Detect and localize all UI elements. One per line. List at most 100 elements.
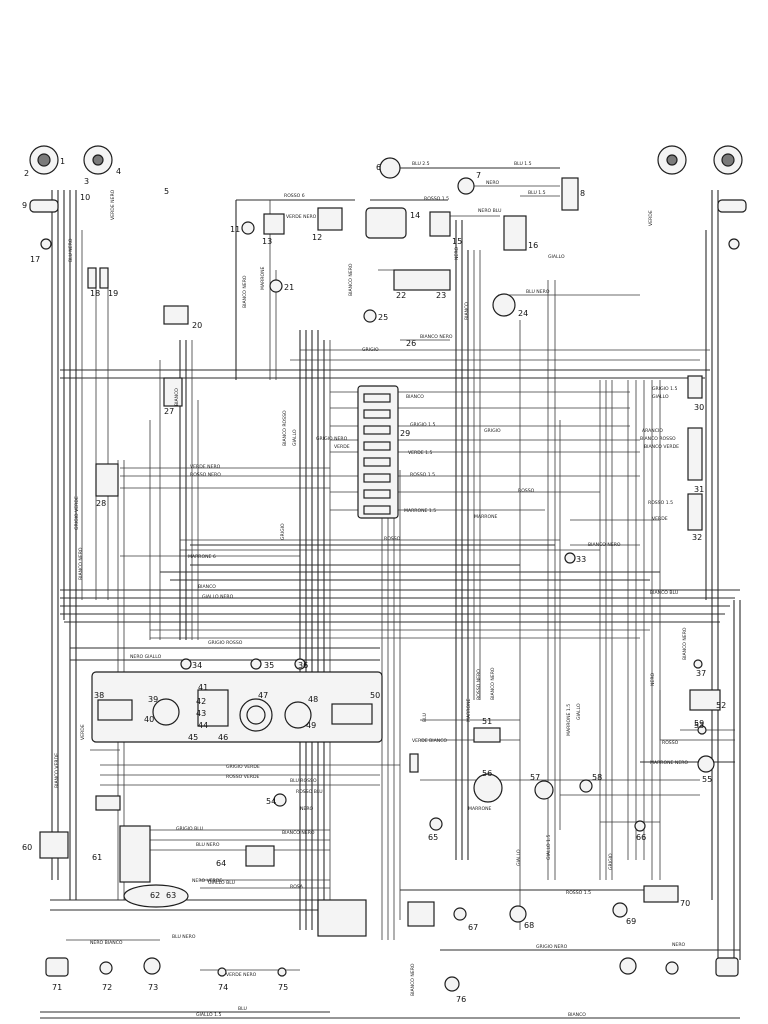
component-number: 29 bbox=[400, 429, 410, 438]
relay-12 bbox=[317, 207, 343, 231]
component-number: 25 bbox=[378, 313, 388, 322]
component-number: 5 bbox=[164, 187, 169, 196]
distributor-15 bbox=[429, 211, 451, 237]
component-number: 47 bbox=[258, 691, 268, 700]
voltage-regulator bbox=[263, 213, 285, 235]
wire-label: VERDE NERO bbox=[226, 972, 257, 978]
lamp-17-left bbox=[40, 238, 52, 250]
wire-label: BIANCO ROSSO bbox=[282, 410, 288, 446]
wire-label: GRIGIO ROSSO bbox=[208, 640, 243, 646]
component-number: 65 bbox=[428, 833, 438, 842]
wire-label: GIALLO 1.5 bbox=[196, 1012, 221, 1018]
wire-label: BIANCO NERO bbox=[420, 334, 453, 340]
wire-label: BLU NERO bbox=[172, 934, 196, 940]
component-number: 20 bbox=[192, 321, 202, 330]
connector-28 bbox=[95, 463, 119, 497]
component-number: 31 bbox=[694, 485, 704, 494]
lamp-36 bbox=[294, 658, 306, 670]
wire-label: VERDE NERO bbox=[286, 214, 317, 220]
fuse-box-29 bbox=[357, 385, 399, 519]
component-number: 17 bbox=[30, 255, 40, 264]
lamp-72-right bbox=[665, 961, 679, 975]
component-number: 1 bbox=[60, 157, 65, 166]
component-number: 71 bbox=[52, 983, 62, 992]
wire-label: BIANCO bbox=[568, 1012, 586, 1018]
wire-label: ROSSO 1.5 bbox=[410, 472, 435, 478]
component-number: 42 bbox=[196, 697, 206, 706]
component-number: 58 bbox=[592, 773, 602, 782]
component-number: 16 bbox=[528, 241, 538, 250]
wire-label: ROSSO 1.5 bbox=[424, 196, 449, 202]
wire-label: GIALLO bbox=[548, 254, 565, 260]
lamp-37 bbox=[693, 659, 703, 669]
wire-label: MARRONE 6 bbox=[188, 554, 216, 560]
wire-label: NERO BIANCO bbox=[90, 940, 123, 946]
wire-label: NERO bbox=[650, 672, 656, 686]
component-number: 19 bbox=[108, 289, 118, 298]
component-number: 21 bbox=[284, 283, 294, 292]
wire-label: MARRONE NERO bbox=[650, 760, 688, 766]
wire-label: BIANCO NERO bbox=[410, 963, 416, 996]
lamp-65 bbox=[429, 817, 443, 831]
lamp-53-right bbox=[697, 725, 707, 735]
component-number: 69 bbox=[626, 917, 636, 926]
wire-label: BLU ROSSO bbox=[290, 778, 317, 784]
wire-label: VERDE bbox=[80, 724, 86, 740]
component-number: 50 bbox=[370, 691, 380, 700]
wire-label: BIANCO NERO bbox=[682, 627, 688, 660]
ignition-switch bbox=[365, 207, 407, 239]
side-light-left bbox=[29, 199, 59, 213]
horn-button-62-63 bbox=[123, 884, 189, 908]
component-number: 62 bbox=[150, 891, 160, 900]
component-number: 27 bbox=[164, 407, 174, 416]
wire-label: ROSSO bbox=[384, 536, 401, 542]
wire-label: BIANCO NERO bbox=[588, 542, 621, 548]
wire-label: GRIGIO bbox=[484, 428, 501, 434]
component-number: 45 bbox=[188, 733, 198, 742]
wire-label: GRIGIO BLU bbox=[176, 826, 203, 832]
component-number: 74 bbox=[218, 983, 228, 992]
wire-label: NERO bbox=[454, 246, 460, 260]
wire-label: VERDE bbox=[652, 516, 668, 522]
lamp-33 bbox=[564, 552, 576, 564]
wire-label: MARRONE bbox=[260, 266, 266, 290]
switch-27 bbox=[163, 377, 183, 407]
connector-30 bbox=[687, 375, 703, 399]
component-number: 34 bbox=[192, 661, 202, 670]
component-number: 70 bbox=[680, 899, 690, 908]
wire-label: GIALLO bbox=[576, 703, 582, 720]
wire-label: GIALLO bbox=[292, 429, 298, 446]
lamp-76 bbox=[444, 976, 460, 992]
wire-label: ROSSO bbox=[518, 488, 535, 494]
gauge-24 bbox=[492, 293, 516, 317]
component-number: 32 bbox=[692, 533, 702, 542]
wire-label: VERDE bbox=[334, 444, 350, 450]
lamp-75 bbox=[277, 967, 287, 977]
connector-51-bottom bbox=[407, 901, 435, 927]
wire-label: BIANCO BLU bbox=[650, 590, 678, 596]
wire-label: BIANCO NERO bbox=[78, 547, 84, 580]
component-number: 43 bbox=[196, 709, 206, 718]
wire-label: ARANCIO bbox=[642, 428, 663, 434]
component-number: 44 bbox=[198, 721, 208, 730]
battery-16 bbox=[503, 215, 527, 251]
wire-label: GRIGIO NERO bbox=[536, 944, 568, 950]
wire-label: GIALLO bbox=[516, 849, 522, 866]
lamp-58 bbox=[579, 779, 593, 793]
gauge-48-49 bbox=[284, 701, 312, 729]
wire-label: BLU 1.5 bbox=[514, 161, 532, 167]
motor-56 bbox=[473, 773, 503, 803]
wire-label: MARRONE bbox=[466, 698, 472, 722]
wire-label: BLU 2.5 bbox=[412, 161, 430, 167]
component-number: 38 bbox=[94, 691, 104, 700]
component-number: 67 bbox=[468, 923, 478, 932]
fuse-19 bbox=[99, 267, 109, 289]
component-number: 75 bbox=[278, 983, 288, 992]
gauge-39-40 bbox=[152, 698, 180, 726]
wire-label: BLU bbox=[422, 713, 428, 722]
block-38 bbox=[97, 699, 133, 721]
tail-light-71-left bbox=[45, 957, 69, 977]
wire-label: GRIGIO VERDE bbox=[226, 764, 260, 770]
wire-label: ROSSO 6 bbox=[284, 193, 305, 199]
component-number: 66 bbox=[636, 833, 646, 842]
